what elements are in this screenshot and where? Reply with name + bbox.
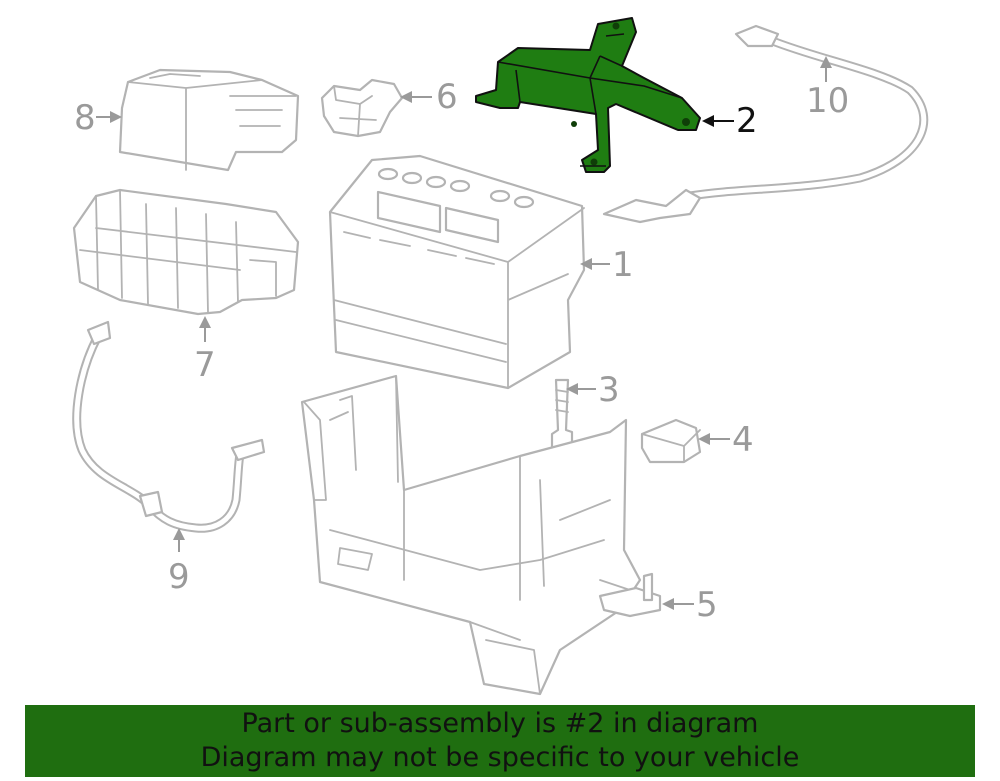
callout-2: 2 <box>736 101 758 141</box>
battery-tray <box>300 374 642 696</box>
callout-numbers: 1 2 3 4 5 6 7 8 9 10 <box>74 77 849 625</box>
banner-line-disclaimer: Diagram may not be specific to your vehi… <box>200 742 800 773</box>
part-6-sensor <box>320 78 404 138</box>
callout-8: 8 <box>74 98 96 138</box>
callout-10: 10 <box>806 81 849 121</box>
info-banner: Part or sub-assembly is #2 in diagram Di… <box>25 705 975 777</box>
part-7-fuse-box-base <box>72 188 300 316</box>
parts-diagram: 1 2 3 4 5 6 7 8 9 10 <box>72 17 929 696</box>
callout-7: 7 <box>194 345 216 385</box>
part-2-battery-bracket-highlighted <box>475 17 701 173</box>
callout-3: 3 <box>598 370 620 410</box>
part-8-fuse-box-cover <box>118 68 300 172</box>
callout-9: 9 <box>168 557 190 597</box>
callout-6: 6 <box>436 77 458 117</box>
part-9-battery-cable <box>72 320 266 533</box>
part-5-bracket <box>598 572 662 618</box>
leader-lines <box>96 56 832 610</box>
part-10-cable <box>602 24 929 224</box>
callout-5: 5 <box>696 585 718 625</box>
callout-4: 4 <box>732 420 754 460</box>
part-4-hold-down-clamp <box>640 418 702 464</box>
part-1-battery <box>328 154 586 390</box>
callout-1: 1 <box>612 245 634 285</box>
banner-line-part-number: Part or sub-assembly is #2 in diagram <box>241 708 759 739</box>
